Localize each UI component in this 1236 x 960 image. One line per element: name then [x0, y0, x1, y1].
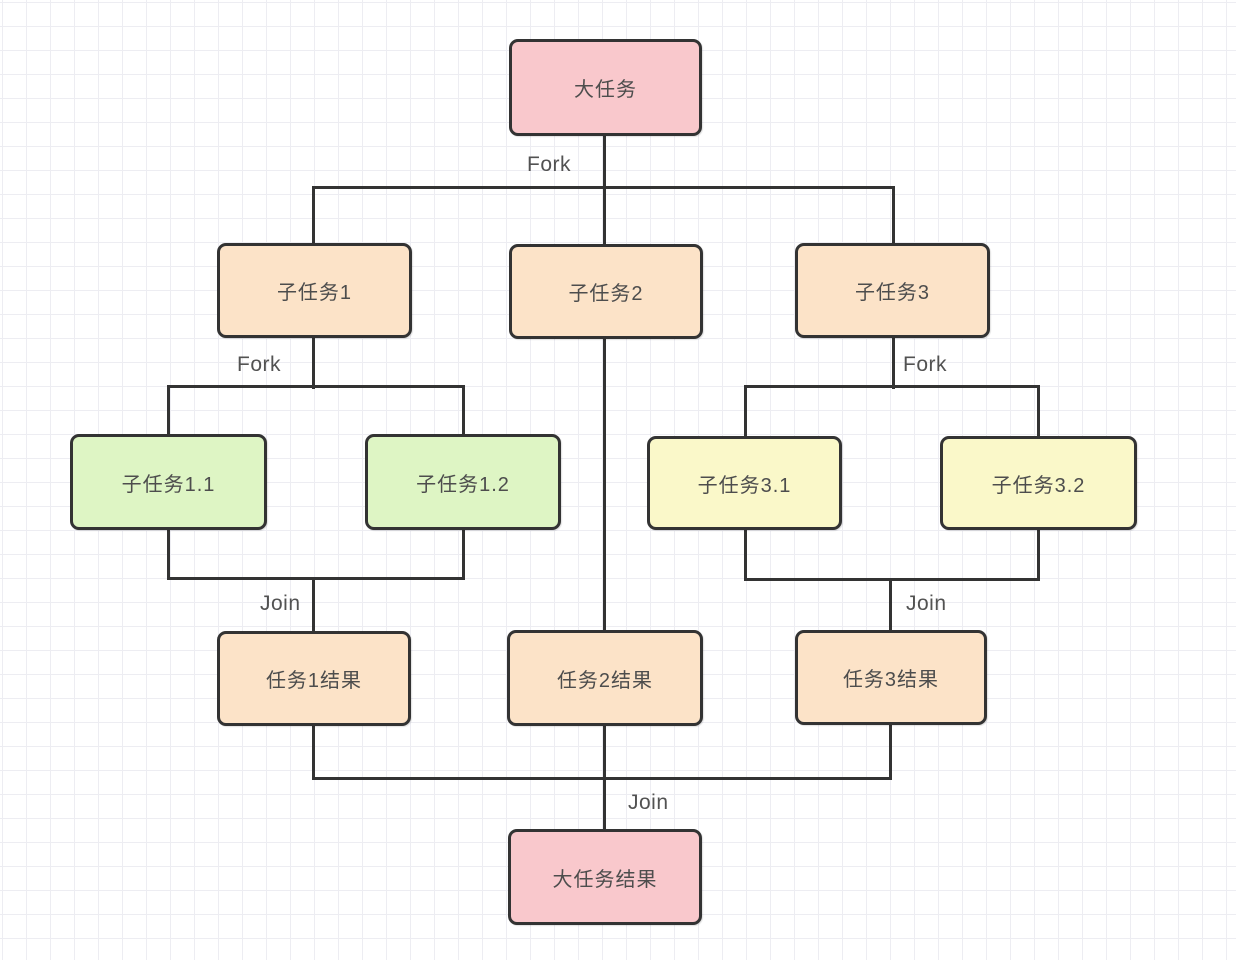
edge-topbar-to-subtask3	[892, 186, 895, 243]
edge-subtask3-join-bar	[744, 578, 1040, 581]
edge-subtask31-down	[744, 530, 747, 581]
edge-bigtask-to-subtask2	[603, 135, 606, 244]
node-result2: 任务2结果	[507, 630, 703, 726]
node-result3-label: 任务3结果	[842, 669, 940, 691]
edge-result3-down	[889, 725, 892, 780]
node-subtask1-label: 子任务1	[276, 282, 353, 304]
edge-bottom-join-bar	[312, 777, 892, 780]
edge-subtask3-down	[892, 338, 895, 389]
node-subtask3-2-label: 子任务3.2	[991, 474, 1086, 497]
node-result1-label: 任务1结果	[265, 670, 363, 692]
node-big-result-label: 大任务结果	[552, 868, 658, 891]
label-fork-top: Fork	[527, 153, 571, 176]
edge-subtask1-down	[312, 338, 315, 389]
node-subtask1-1-label: 子任务1.1	[121, 473, 216, 496]
edge-joinbar3-to-result3	[889, 578, 892, 630]
edge-result1-down	[312, 726, 315, 780]
node-big-task: 大任务	[509, 39, 702, 136]
edge-forkbar1-to-subtask12	[462, 385, 465, 434]
label-join-subtask1: Join	[260, 592, 301, 615]
edge-top-fork-bar	[312, 186, 895, 189]
node-subtask3-label: 子任务3	[854, 282, 931, 304]
edge-result2-to-bigresult	[603, 726, 606, 829]
edge-forkbar3-to-subtask31	[744, 385, 747, 436]
edge-subtask2-to-result2	[603, 339, 606, 630]
edge-subtask32-down	[1037, 530, 1040, 581]
node-subtask3-1: 子任务3.1	[647, 436, 842, 530]
label-fork-subtask3: Fork	[903, 353, 947, 376]
label-join-subtask3: Join	[906, 592, 947, 615]
node-big-task-label: 大任务	[574, 79, 637, 101]
node-subtask1-1: 子任务1.1	[70, 434, 267, 530]
edge-subtask1-join-bar	[167, 577, 465, 580]
edge-subtask12-down	[462, 530, 465, 580]
label-fork-subtask1: Fork	[237, 353, 281, 376]
edge-subtask1-fork-bar	[167, 385, 465, 388]
node-subtask2-label: 子任务2	[568, 283, 644, 305]
node-subtask3-2: 子任务3.2	[940, 436, 1137, 530]
node-big-result: 大任务结果	[508, 829, 702, 925]
node-subtask3-1-label: 子任务3.1	[697, 474, 792, 497]
node-subtask3: 子任务3	[795, 243, 990, 338]
node-subtask1-2: 子任务1.2	[365, 434, 561, 530]
edge-topbar-to-subtask1	[312, 186, 315, 243]
node-subtask1: 子任务1	[217, 243, 412, 338]
edge-forkbar1-to-subtask11	[167, 385, 170, 434]
edge-joinbar1-to-result1	[312, 577, 315, 631]
edge-subtask3-fork-bar	[744, 385, 1040, 388]
node-subtask1-2-label: 子任务1.2	[416, 473, 510, 496]
node-result1: 任务1结果	[217, 631, 411, 726]
node-result3: 任务3结果	[795, 630, 987, 725]
edge-subtask11-down	[167, 530, 170, 580]
label-join-bottom: Join	[628, 791, 669, 814]
edge-forkbar3-to-subtask32	[1037, 385, 1040, 436]
node-subtask2: 子任务2	[509, 244, 703, 339]
node-result2-label: 任务2结果	[556, 669, 654, 692]
